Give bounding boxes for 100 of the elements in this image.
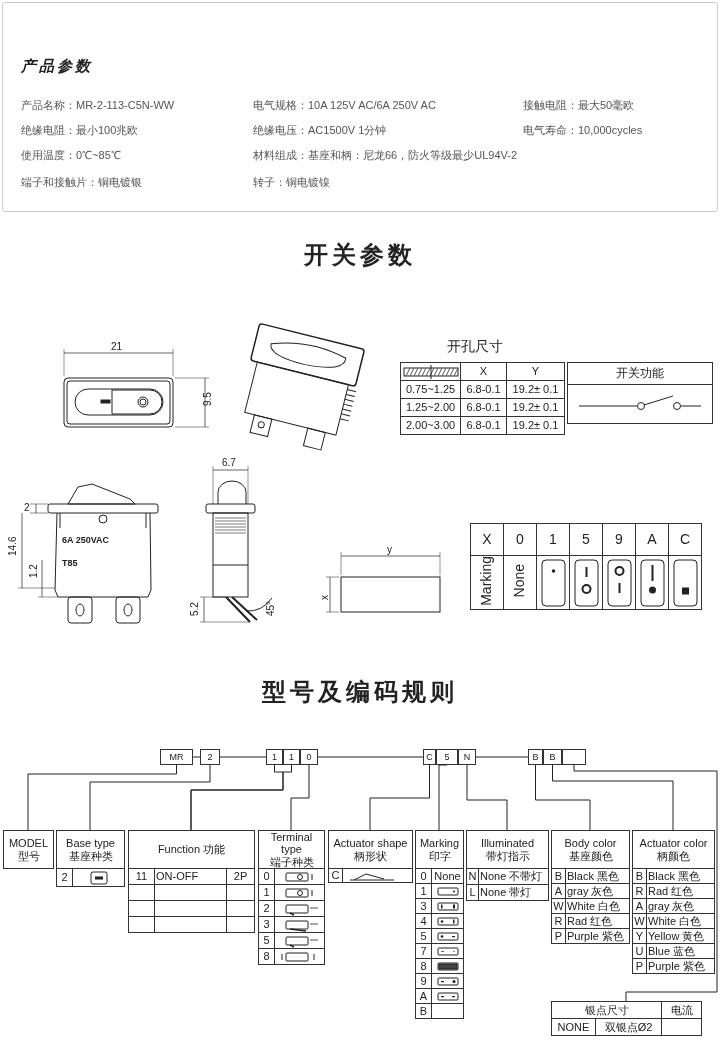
code-table [551,830,630,944]
spec-text: 接触电阻：最大50毫欧 [523,98,635,113]
table-cell: 电流 [661,1001,702,1019]
table-cell: MODEL 型号 [3,830,54,869]
code-box: C [423,749,436,765]
table-cell: 5 [415,928,432,944]
table-cell: 8 [415,958,432,974]
table-header: Body color 基座颜色 [551,830,630,869]
table-cell: 5 [569,523,603,556]
table-cell: Yellow 黄色 [646,928,715,944]
table-cell: None [512,564,528,598]
leader-line [535,764,591,831]
table-cell: 2 [56,868,73,887]
dimension-label: 1.2 [29,564,39,578]
code-table [466,830,549,901]
table-header: Actuator shape 柄形状 [328,830,413,869]
table-cell: Rad 红色 [565,913,630,929]
table-cell: Black 黑色 [646,868,715,884]
function-box [567,362,713,424]
dimension-label: 21 [111,342,123,352]
table-cell: 5 [258,932,275,949]
marking-table [470,523,702,611]
connector-line [219,756,267,758]
spec-text: 使用温度：0℃~85℃ [21,148,121,163]
section-heading: 型号及编码规则 [261,680,459,704]
table-cell: None 不带灯 [478,868,549,885]
table-header: Function 功能 [128,830,255,869]
printed-marking: 6A 250VAC [62,536,110,545]
spec-text: 端子和接触片：铜电镀银 [21,175,142,190]
table-cell: Marking [479,556,495,606]
code-table [56,830,125,887]
table-cell: 6.8-0.1 [460,398,507,417]
table-cell: 0.75~1.25 [400,380,461,399]
spec-text: 转子：铜电镀镍 [253,175,330,190]
leader-line [290,764,310,831]
table-cell: A [415,988,432,1004]
code-box: 0 [300,749,318,765]
table-cell: 4 [415,913,432,929]
table-cell: 2.00~3.00 [400,416,461,435]
table-cell: 7 [415,943,432,959]
table-cell: 8 [258,948,275,965]
table-cell: B [551,868,566,884]
leader-line [552,764,674,831]
table-cell: 0 [258,868,275,885]
table-cell: A [632,898,647,914]
code-box: N [458,749,476,765]
table-cell: W [632,913,647,929]
table-cell: White 白色 [565,898,630,914]
table-cell: R [551,913,566,929]
table-cell: 19.2± 0.1 [506,416,565,435]
table-cell: 9 [602,523,636,556]
code-box: 2 [200,749,220,765]
connector-line [475,756,529,758]
table-header: 银点尺寸 [551,1001,662,1019]
leader-line [438,764,448,831]
table-cell: Rad 红色 [646,883,715,899]
table-cell: 0 [415,868,432,884]
table-cell: B [632,868,647,884]
code-table [551,1001,702,1036]
table-header: Illuminated 带灯指示 [466,830,549,869]
code-box: 1 [266,749,283,765]
table-cell: Blue 蓝色 [646,943,715,959]
table-cell: 6.8-0.1 [460,416,507,435]
table-cell: gray 灰色 [565,883,630,899]
table-cell: C [668,523,702,556]
table-cell: U [632,943,647,959]
connector-line [192,756,201,758]
code-table [328,830,413,883]
table-cell: 11 [128,868,155,885]
code-box: 5 [436,749,458,765]
table-cell: 1 [536,523,570,556]
code-box: B [543,749,562,765]
table-cell: NONE [551,1018,596,1036]
table-cell: gray 灰色 [646,898,715,914]
code-box: MR [160,749,193,765]
dimension-label: x [320,595,330,600]
table-cell: 1 [415,883,432,899]
leader-line [573,764,718,1002]
dimension-label: 14.6 [8,536,18,556]
table-cell: N [466,868,479,885]
printed-marking: T85 [62,559,78,568]
dimension-label: 45° [266,600,276,616]
leader-line [369,764,430,831]
table-cell: R [632,883,647,899]
table-cell: B [415,1003,432,1019]
code-box: B [528,749,543,765]
dimension-label: y [387,545,392,555]
table-header: Actuator color 柄颜色 [632,830,715,869]
table-cell: 3 [258,916,275,933]
table-cell: W [551,898,566,914]
table-cell: A [635,523,669,556]
table-cell: ON-OFF [154,868,227,885]
table-cell: Y [506,362,565,381]
dimension-label: 6.7 [222,458,236,468]
table-title: 开孔尺寸 [447,338,503,356]
table-header: Base type 基座种类 [56,830,125,869]
table-cell: P [551,928,566,944]
spec-text: 电气寿命：10,000cycles [523,123,643,138]
table-cell: P [632,958,647,974]
code-table [415,830,464,1019]
